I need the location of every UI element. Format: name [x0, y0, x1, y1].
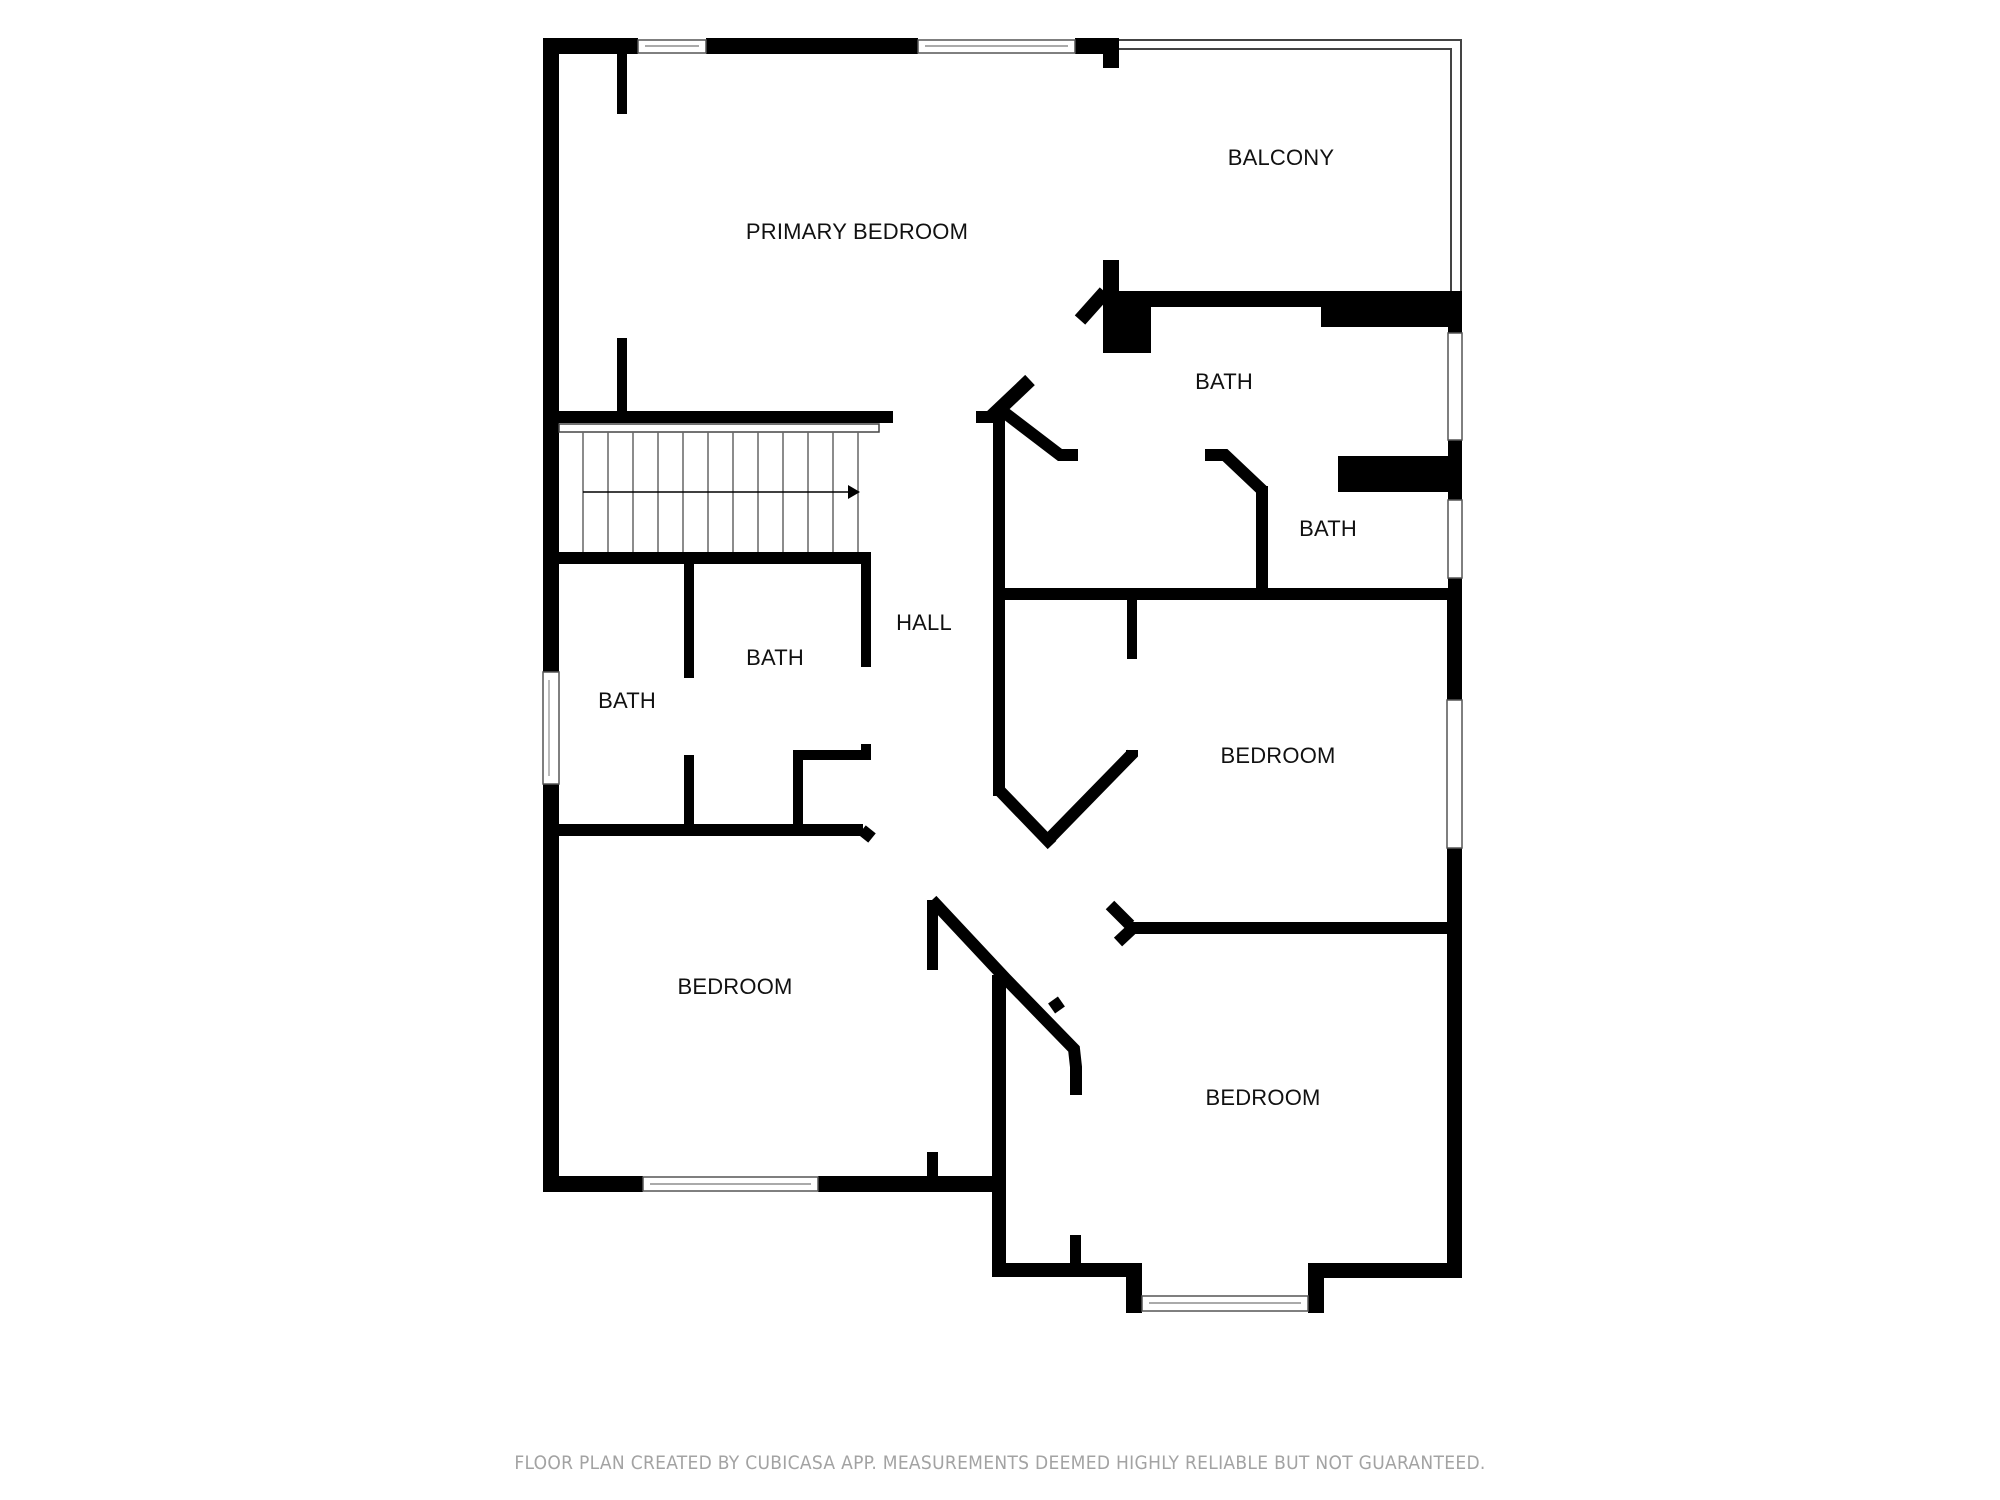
- room-label-bath-center-left: BATH: [746, 645, 804, 670]
- room-label-bedroom-bottom-left: BEDROOM: [677, 974, 793, 999]
- room-label-hall: HALL: [896, 610, 952, 635]
- stairs-arrow-icon: [848, 485, 860, 499]
- room-label-bath-small-right: BATH: [1299, 516, 1357, 541]
- room-label-bath-left: BATH: [598, 688, 656, 713]
- room-label-bath-primary: BATH: [1195, 369, 1253, 394]
- footer-disclaimer: FLOOR PLAN CREATED BY CUBICASA APP. MEAS…: [514, 1452, 1486, 1474]
- room-label-balcony: BALCONY: [1227, 145, 1335, 170]
- walls: [542, 38, 1462, 1313]
- windows: [637, 39, 1463, 1312]
- stairs: [558, 423, 880, 552]
- room-label-primary-bedroom: PRIMARY BEDROOM: [745, 219, 969, 244]
- room-label-bedroom-bottom-right: BEDROOM: [1205, 1085, 1321, 1110]
- room-label-bedroom-right: BEDROOM: [1220, 743, 1336, 768]
